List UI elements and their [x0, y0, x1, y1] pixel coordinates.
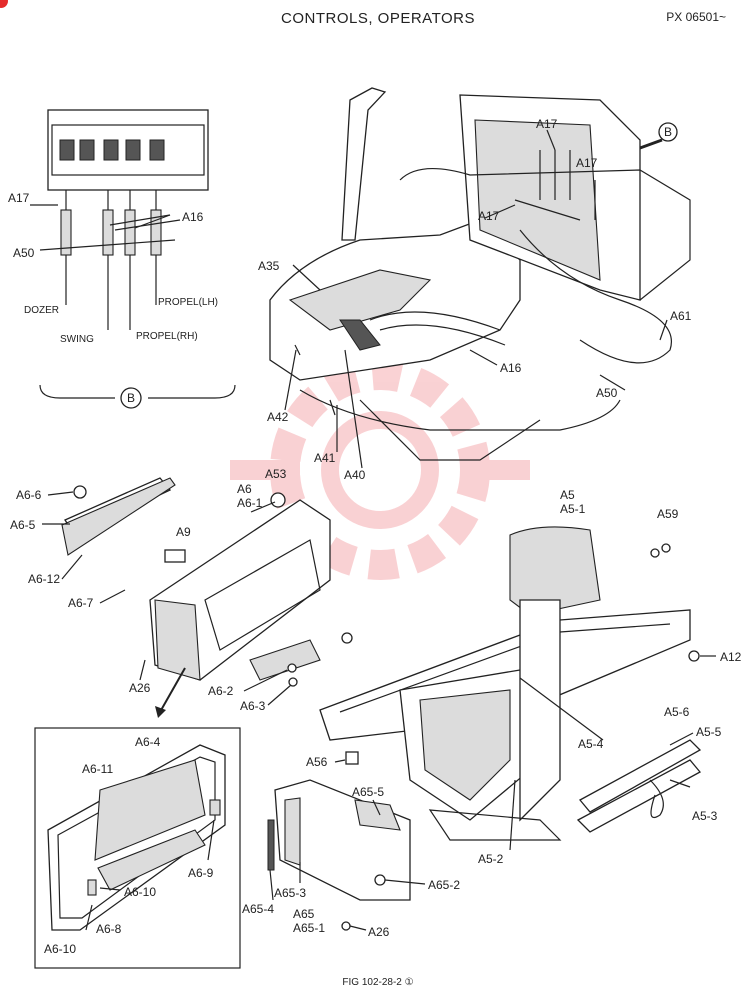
callout-a5-3: A5-3 — [692, 809, 718, 823]
arrow-b — [639, 138, 663, 150]
callout-a56: A56 — [306, 755, 328, 769]
callout-a50: A50 — [596, 386, 618, 400]
detail-box — [34, 727, 241, 969]
callout-a16: A16 — [182, 210, 204, 224]
callout-a65-3: A65-3 — [274, 886, 306, 900]
callout-a6-7: A6-7 — [68, 596, 94, 610]
callout-a26: A26 — [368, 925, 390, 939]
callout-a6-11: A6-11 — [82, 762, 113, 776]
callout-a17: A17 — [536, 117, 558, 131]
callout-a59: A59 — [657, 507, 679, 521]
cover-plate-assembly — [267, 779, 411, 931]
callout-a6: A6 — [237, 482, 252, 496]
callout-a5: A5 — [560, 488, 575, 502]
side-panel-assembly — [61, 477, 353, 687]
inset-valve-block — [30, 109, 236, 409]
callout-a17: A17 — [478, 209, 500, 223]
detail-panel — [47, 744, 226, 931]
callout-a6-5: A6-5 — [10, 518, 36, 532]
callout-a41: A41 — [314, 451, 336, 465]
callout-a6-9: A6-9 — [188, 866, 214, 880]
serial-code: PX 06501~ — [666, 10, 726, 24]
label-dozer: DOZER — [24, 305, 59, 316]
callout-a9: A9 — [176, 525, 191, 539]
callout-a16: A16 — [500, 361, 522, 375]
page-title: CONTROLS, OPERATORS — [281, 10, 475, 27]
callout-a6-6: A6-6 — [16, 488, 42, 502]
corner-mark — [0, 0, 8, 8]
figure-caption: FIG 102-28-2 ① — [342, 977, 414, 988]
callout-a5-6: A5-6 — [664, 705, 690, 719]
callout-a17: A17 — [576, 156, 598, 170]
callout-a65-4: A65-4 — [242, 902, 274, 916]
callout-a6-12: A6-12 — [28, 572, 60, 586]
callout-a6-10: A6-10 — [44, 942, 76, 956]
callout-a5-4: A5-4 — [578, 737, 604, 751]
callout-a17: A17 — [8, 191, 30, 205]
callout-a40: A40 — [344, 468, 366, 482]
callout-a50: A50 — [13, 246, 35, 260]
callout-a26: A26 — [129, 681, 151, 695]
callout-a65: A65 — [293, 907, 315, 921]
callout-b: B — [664, 125, 672, 139]
seat-frame-assembly — [319, 526, 702, 841]
label-swing: SWING — [60, 334, 94, 345]
view-b-marker — [658, 122, 678, 142]
callout-a65-5: A65-5 — [352, 785, 384, 799]
detail-arrow — [159, 667, 186, 713]
callout-a35: A35 — [258, 259, 280, 273]
callout-a6-10: A6-10 — [124, 885, 156, 899]
callout-a6-2: A6-2 — [208, 684, 234, 698]
callout-a61: A61 — [670, 309, 692, 323]
callout-a5-5: A5-5 — [696, 725, 722, 739]
callout-a6-3: A6-3 — [240, 699, 266, 713]
detail-arrowhead — [155, 706, 166, 718]
callout-a12: A12 — [720, 650, 742, 664]
callout-a6-8: A6-8 — [96, 922, 122, 936]
leader-lines — [42, 129, 716, 931]
callout-a65-2: A65-2 — [428, 878, 460, 892]
callout-a6-4: A6-4 — [135, 735, 161, 749]
inset-label-b: B — [127, 391, 135, 405]
callout-a42: A42 — [267, 410, 289, 424]
callout-a5-2: A5-2 — [478, 852, 504, 866]
callout-a5-1: A5-1 — [560, 502, 586, 516]
label-propel-lh: PROPEL(LH) — [158, 297, 218, 308]
callout-a53: A53 — [265, 467, 287, 481]
callout-a65-1: A65-1 — [293, 921, 325, 935]
label-propel-rh: PROPEL(RH) — [136, 331, 198, 342]
callout-a6-1: A6-1 — [237, 496, 263, 510]
operator-console-assembly — [269, 87, 691, 461]
